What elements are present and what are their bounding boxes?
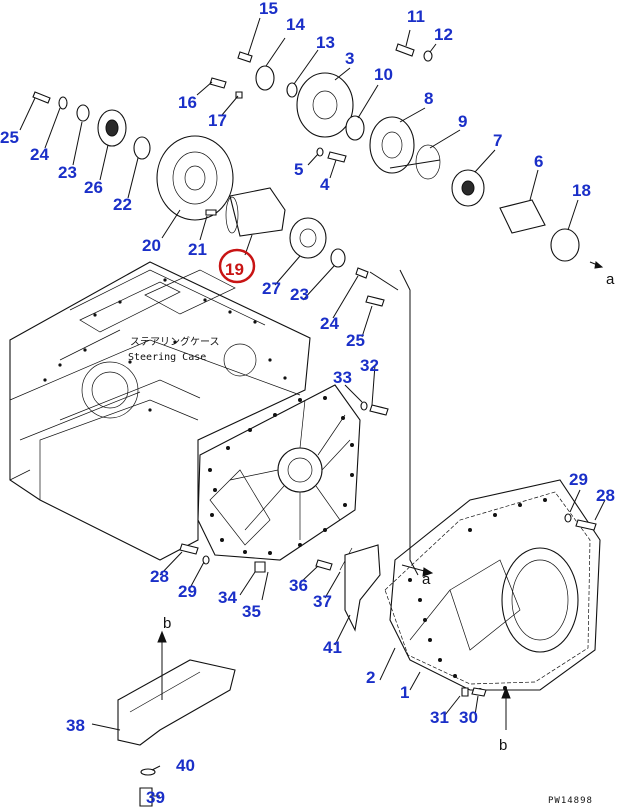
callout-26: 26 xyxy=(84,178,103,197)
callout-41: 41 xyxy=(323,638,342,657)
callout-31: 31 xyxy=(430,708,449,727)
callout-29: 29 xyxy=(569,470,588,489)
steering-case-body xyxy=(9,261,311,561)
callout-29: 29 xyxy=(178,582,197,601)
callout-15: 15 xyxy=(259,0,278,18)
callout-38: 38 xyxy=(66,716,85,735)
callout-25: 25 xyxy=(0,128,19,147)
callout-14: 14 xyxy=(286,15,305,34)
gasket-outline xyxy=(384,491,591,685)
callout-3: 3 xyxy=(345,49,354,68)
callout-9: 9 xyxy=(458,112,467,131)
callout-22: 22 xyxy=(113,195,132,214)
case-flange-plate xyxy=(197,384,361,561)
callout-18: 18 xyxy=(572,181,591,200)
drawing-code: PW14898 xyxy=(548,796,593,806)
callout-5: 5 xyxy=(294,160,303,179)
callout-24: 24 xyxy=(30,145,49,164)
callout-2: 2 xyxy=(366,668,375,687)
ref-letter-a-top: a xyxy=(606,271,615,288)
reference-arrows xyxy=(157,261,604,730)
callout-28: 28 xyxy=(150,567,169,586)
callout-19: 19 xyxy=(225,260,244,279)
cover-bolt-ring xyxy=(408,498,547,692)
callout-36: 36 xyxy=(289,576,308,595)
callout-37: 37 xyxy=(313,592,332,611)
callout-25: 25 xyxy=(346,331,365,350)
callout-23: 23 xyxy=(58,163,77,182)
final-drive-cover xyxy=(389,479,601,691)
callout-27: 27 xyxy=(262,279,281,298)
callout-6: 6 xyxy=(534,152,543,171)
case-bolt-dots xyxy=(43,278,287,412)
callout-21: 21 xyxy=(188,240,207,259)
callout-4: 4 xyxy=(320,175,330,194)
callout-17: 17 xyxy=(208,111,227,130)
callout-13: 13 xyxy=(316,33,335,52)
callout-28: 28 xyxy=(596,486,615,505)
callout-35: 35 xyxy=(242,602,261,621)
callout-11: 11 xyxy=(407,7,425,26)
ref-letter-a-bottom: a xyxy=(422,571,431,588)
highlight-ring-19 xyxy=(218,248,256,284)
callout-33: 33 xyxy=(333,368,352,387)
callout-12: 12 xyxy=(434,25,453,44)
leader-lines xyxy=(19,17,606,797)
ref-letter-b-right: b xyxy=(499,737,507,754)
callout-7: 7 xyxy=(493,131,502,150)
callout-16: 16 xyxy=(178,93,197,112)
callout-32: 32 xyxy=(360,356,379,375)
callout-1: 1 xyxy=(400,683,409,702)
ref-letter-b-left: b xyxy=(163,615,171,632)
callout-40: 40 xyxy=(176,756,195,775)
steering-case-caption: ステアリングケース Steering Case xyxy=(128,335,220,363)
callout-39: 39 xyxy=(146,788,165,807)
caption-en: Steering Case xyxy=(128,352,206,363)
callout-8: 8 xyxy=(424,89,433,108)
callout-30: 30 xyxy=(459,708,478,727)
callout-23: 23 xyxy=(290,285,309,304)
callout-20: 20 xyxy=(142,236,161,255)
flange-bolt-ring xyxy=(208,396,354,555)
caption-jp: ステアリングケース xyxy=(130,335,220,348)
callout-34: 34 xyxy=(218,588,237,607)
callout-10: 10 xyxy=(374,65,393,84)
callout-24: 24 xyxy=(320,314,339,333)
exploded-components xyxy=(32,43,597,807)
